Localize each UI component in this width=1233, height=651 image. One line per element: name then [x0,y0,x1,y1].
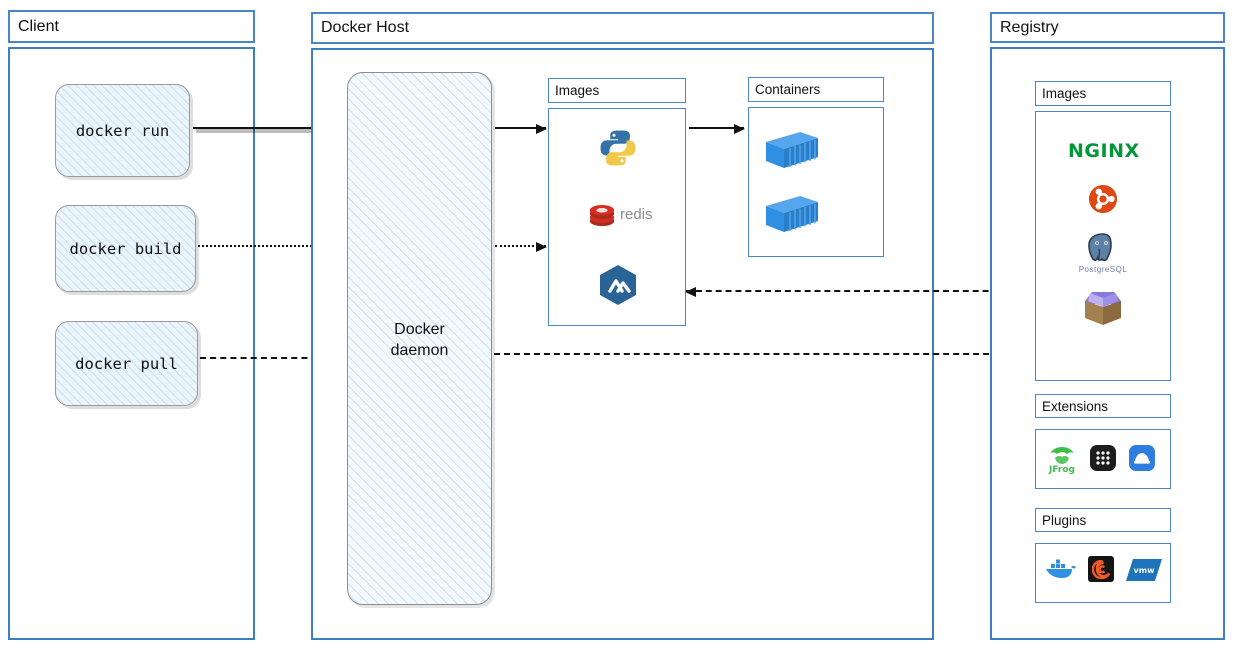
arrow-shadow [196,129,346,133]
ubuntu-icon [1088,184,1118,219]
arrowhead-icon [734,123,745,134]
host-containers-body [748,107,884,257]
registry-title-label: Registry [1000,18,1059,36]
registry-panel-title: Registry [990,12,1225,43]
command-box-docker-run[interactable]: docker run [55,84,190,177]
registry-images-title: Images [1035,81,1171,106]
host-images-title: Images [548,78,686,103]
host-images-title-label: Images [555,83,600,98]
arrow-daemon-to-registry [494,349,1040,360]
python-icon [598,128,638,173]
host-containers-title: Containers [748,77,884,102]
arrowhead-icon [685,286,696,297]
arrowhead-icon [536,241,547,252]
arrow-daemon-to-images [495,123,547,134]
command-label: docker run [75,121,170,140]
docker-whale-icon [1043,556,1077,587]
registry-plugins-title-label: Plugins [1042,512,1087,528]
command-box-docker-pull[interactable]: docker pull [55,321,198,406]
container-icon [760,126,820,179]
redis-label: redis [620,206,653,223]
registry-images-title-label: Images [1042,86,1087,101]
grid-app-icon [1090,445,1116,471]
postgresql-icon [1085,232,1121,269]
blue-app-icon [1129,445,1155,471]
postgresql-label: PostgreSQL [1078,265,1128,274]
docker-daemon-box[interactable]: Docker daemon [347,72,492,605]
arrow-images-to-containers [689,123,745,134]
daemon-label: Docker daemon [348,319,491,361]
container-icon [760,190,820,243]
daemon-label-line1: Docker [394,321,445,338]
vmware-icon: vmw [1126,557,1162,588]
host-containers-title-label: Containers [755,82,821,97]
command-label: docker pull [75,354,178,373]
daemon-label-line2: daemon [390,342,449,359]
svg-text:vmw: vmw [1134,566,1156,575]
command-box-docker-build[interactable]: docker build [55,205,196,292]
nginx-logo: NGINX [1068,140,1140,162]
jfrog-icon: JFrog [1046,442,1078,479]
grafana-icon [1088,556,1114,582]
svg-text:JFrog: JFrog [1048,465,1075,474]
arrow-registry-to-images [685,286,1038,297]
arrow-daemon-build-to-images [495,241,547,252]
host-panel-title: Docker Host [311,12,934,44]
arrowhead-icon [536,123,547,134]
redis-icon [589,204,615,233]
registry-extensions-title: Extensions [1035,394,1171,418]
command-label: docker build [69,239,182,258]
client-panel-title: Client [8,10,255,43]
registry-extensions-title-label: Extensions [1042,398,1109,414]
host-title-label: Docker Host [321,19,410,36]
client-title-label: Client [18,17,59,35]
alpine-icon [598,264,638,311]
busybox-icon [1080,287,1126,332]
registry-plugins-title: Plugins [1035,508,1171,532]
